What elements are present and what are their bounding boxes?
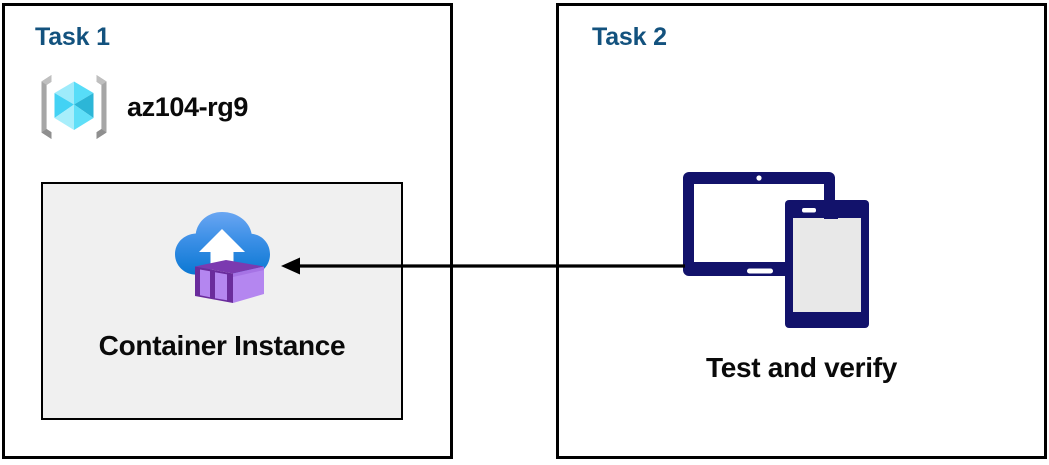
devices-tablet-phone-icon bbox=[683, 172, 869, 328]
phone-screen bbox=[793, 218, 861, 312]
resource-group-row: az104-rg9 bbox=[35, 68, 248, 146]
cube-shape bbox=[54, 81, 94, 130]
tablet-home-bar bbox=[747, 268, 773, 274]
task-1-panel: Task 1 bbox=[2, 3, 453, 459]
container-box-shape bbox=[195, 260, 264, 303]
task-2-heading: Task 2 bbox=[592, 23, 667, 51]
container-instance-card: Container Instance bbox=[41, 182, 403, 420]
resource-group-icon bbox=[41, 75, 107, 139]
tablet-camera-icon bbox=[756, 175, 762, 181]
test-and-verify-label: Test and verify bbox=[705, 352, 898, 383]
container-instance-label: Container Instance bbox=[98, 330, 346, 361]
task-1-heading: Task 1 bbox=[35, 23, 110, 51]
resource-group-label: az104-rg9 bbox=[127, 91, 248, 122]
phone-speaker-icon bbox=[802, 208, 816, 213]
container-instance-icon bbox=[175, 212, 270, 303]
